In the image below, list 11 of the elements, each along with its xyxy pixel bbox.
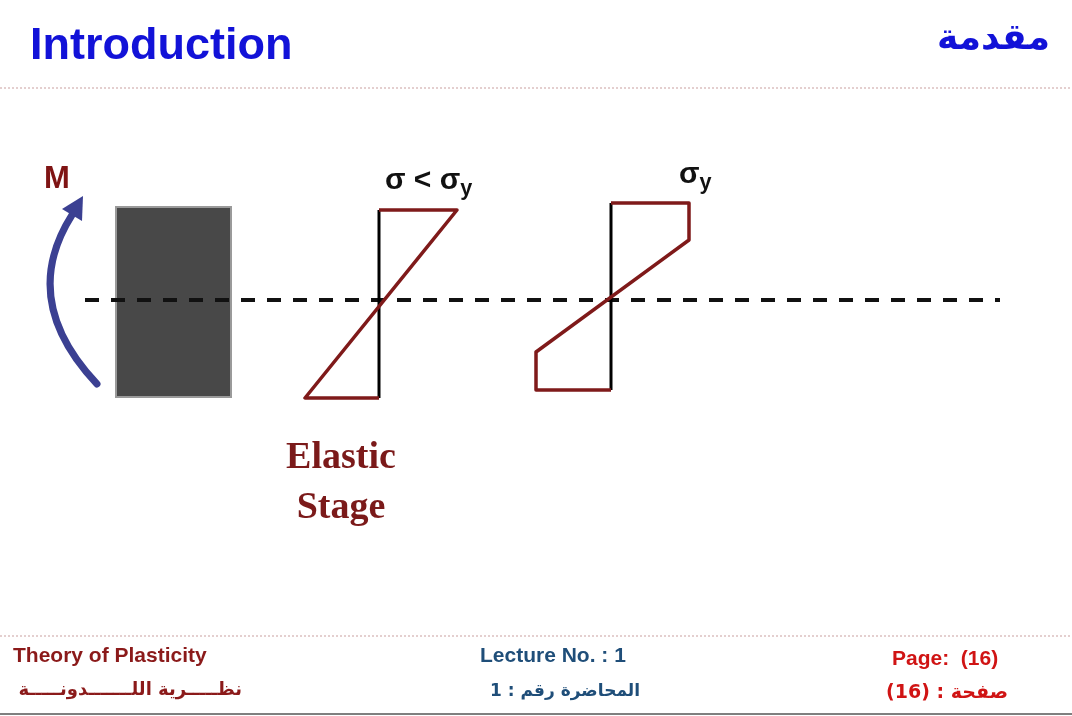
moment-label: M	[44, 160, 70, 196]
slide-title: Introduction	[30, 18, 293, 70]
arabic-heading: مقدمة	[936, 16, 1050, 58]
course-title: Theory of Plasticity	[13, 643, 207, 668]
lecture-number: Lecture No. : 1	[480, 643, 626, 668]
arabic-page-number: صفحة : (16)	[886, 681, 1008, 703]
arabic-lecture-number: المحاضرة رقم : 1	[490, 681, 640, 701]
stage-label: Elastic Stage	[285, 433, 397, 528]
beam-cross-section	[115, 206, 232, 398]
page-number: Page: (16)	[892, 646, 999, 671]
arabic-course-title: نظـــــرية اللـــــــدونـــــة	[18, 679, 242, 700]
